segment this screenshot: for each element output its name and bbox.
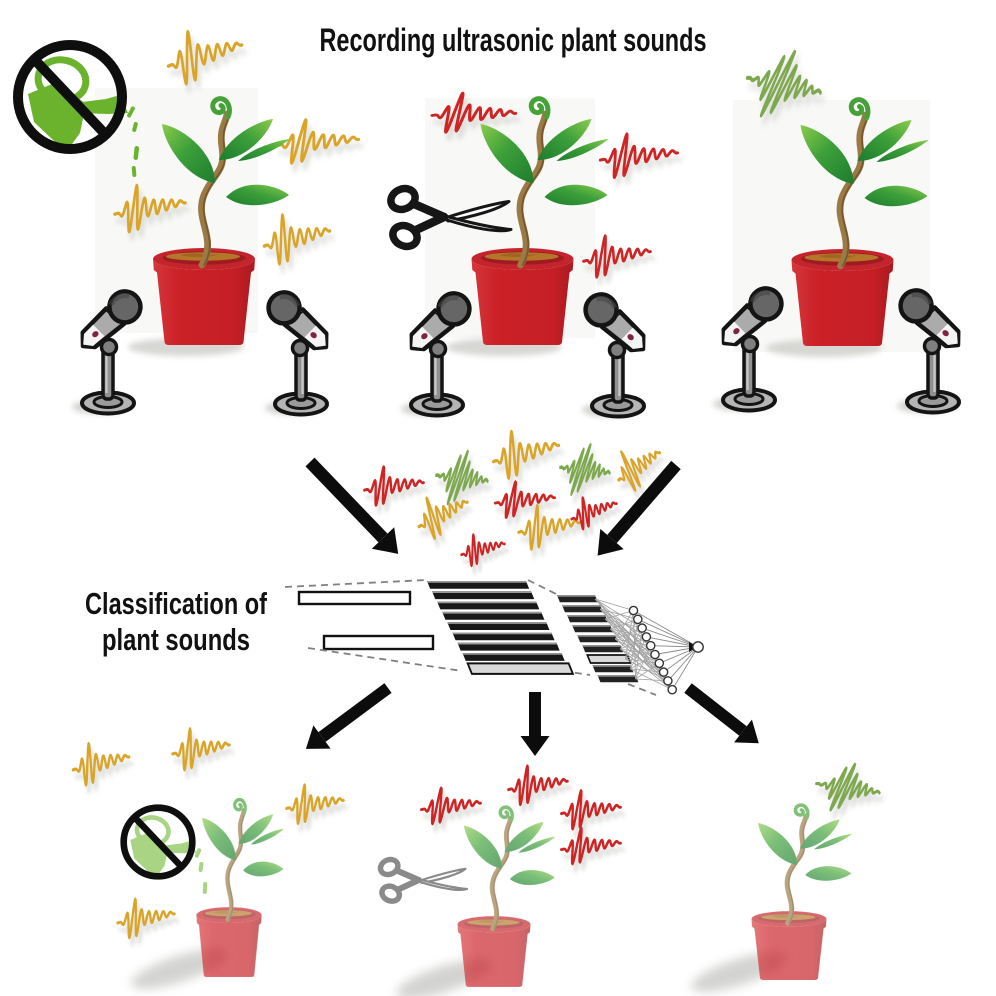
svg-text:plant sounds: plant sounds bbox=[102, 622, 250, 657]
svg-text:Recording ultrasonic plant sou: Recording ultrasonic plant sounds bbox=[320, 22, 707, 58]
svg-text:Classification of: Classification of bbox=[85, 586, 268, 621]
